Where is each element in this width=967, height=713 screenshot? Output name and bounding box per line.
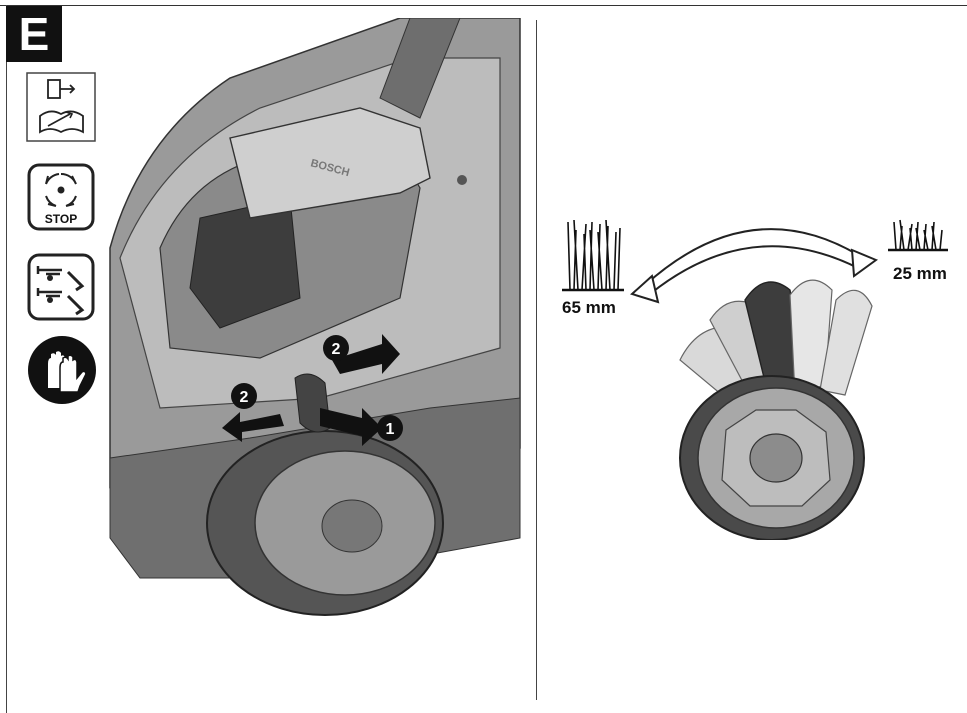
body-screw [457, 175, 467, 185]
arrow-pull-right [320, 408, 382, 446]
arrow-head-left [630, 274, 660, 304]
compartment-lid [229, 107, 431, 219]
stop-label: STOP [45, 212, 77, 226]
top-rule [0, 5, 967, 6]
step-2-upper-number: 2 [332, 341, 341, 358]
left-rule [6, 5, 7, 713]
handle-grip [379, 18, 461, 119]
step-1-marker [377, 415, 403, 441]
adjust-range-arc-inner [649, 245, 859, 295]
step-2-lower-marker [231, 383, 257, 409]
height-label-65mm: 65 mm [562, 298, 616, 317]
gloves-icon [26, 334, 96, 404]
step-1-number: 1 [386, 421, 395, 438]
blade-stop-icon: STOP [26, 162, 96, 232]
height-lever-fan [679, 279, 873, 411]
selector-wheel-center [749, 433, 803, 483]
height-adjust-icon [26, 252, 96, 322]
wheel-center [321, 499, 383, 553]
mower-closeup-illustration: BOSCH 2 2 1 [109, 18, 521, 616]
height-selector-illustration [562, 219, 948, 540]
tall-grass-icon [562, 219, 624, 292]
adjust-range-arc [643, 228, 861, 287]
arrow-head-right [850, 248, 879, 278]
arrow-push-left [222, 412, 284, 442]
step-2-upper-marker [323, 335, 349, 361]
battery-pack [189, 197, 301, 329]
short-grass-icon [888, 219, 948, 252]
figure-letter: E [6, 6, 62, 62]
height-label-25mm: 25 mm [893, 264, 947, 283]
step-2-lower-number: 2 [240, 389, 249, 406]
manual-icon [26, 72, 96, 142]
panel-divider [536, 20, 537, 700]
arrow-push-up [332, 334, 400, 374]
